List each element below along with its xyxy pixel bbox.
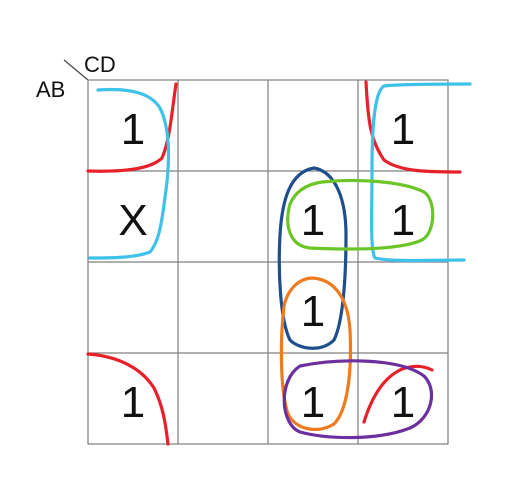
cell-r4-c1: 1 [121, 378, 145, 427]
cell-r2-c3: 1 [301, 196, 325, 245]
row-variable-label: AB [36, 77, 65, 102]
cell-r3-c3: 1 [301, 287, 325, 336]
loop-corner-group [86, 80, 462, 446]
cell-r4-c4: 1 [391, 378, 415, 427]
loop-column-3-upper-pair [277, 166, 348, 350]
cell-r1-c4: 1 [391, 105, 415, 154]
corner-diagonal [63, 59, 89, 81]
cell-r2-c4: 1 [391, 196, 415, 245]
loop-column-edge-group [88, 82, 472, 263]
cell-r2-c1: X [118, 196, 147, 245]
cell-r4-c3: 1 [301, 378, 325, 427]
column-variable-label: CD [84, 52, 116, 77]
loop-row-2-pair [286, 178, 435, 251]
kmap-grid [87, 79, 449, 445]
loop-row-4-pair [282, 359, 434, 440]
cell-r1-c1: 1 [121, 105, 145, 154]
kmap-cells: 1 1 X 1 1 1 1 1 1 [118, 105, 415, 427]
loop-column-3-lower-pair [279, 276, 353, 432]
